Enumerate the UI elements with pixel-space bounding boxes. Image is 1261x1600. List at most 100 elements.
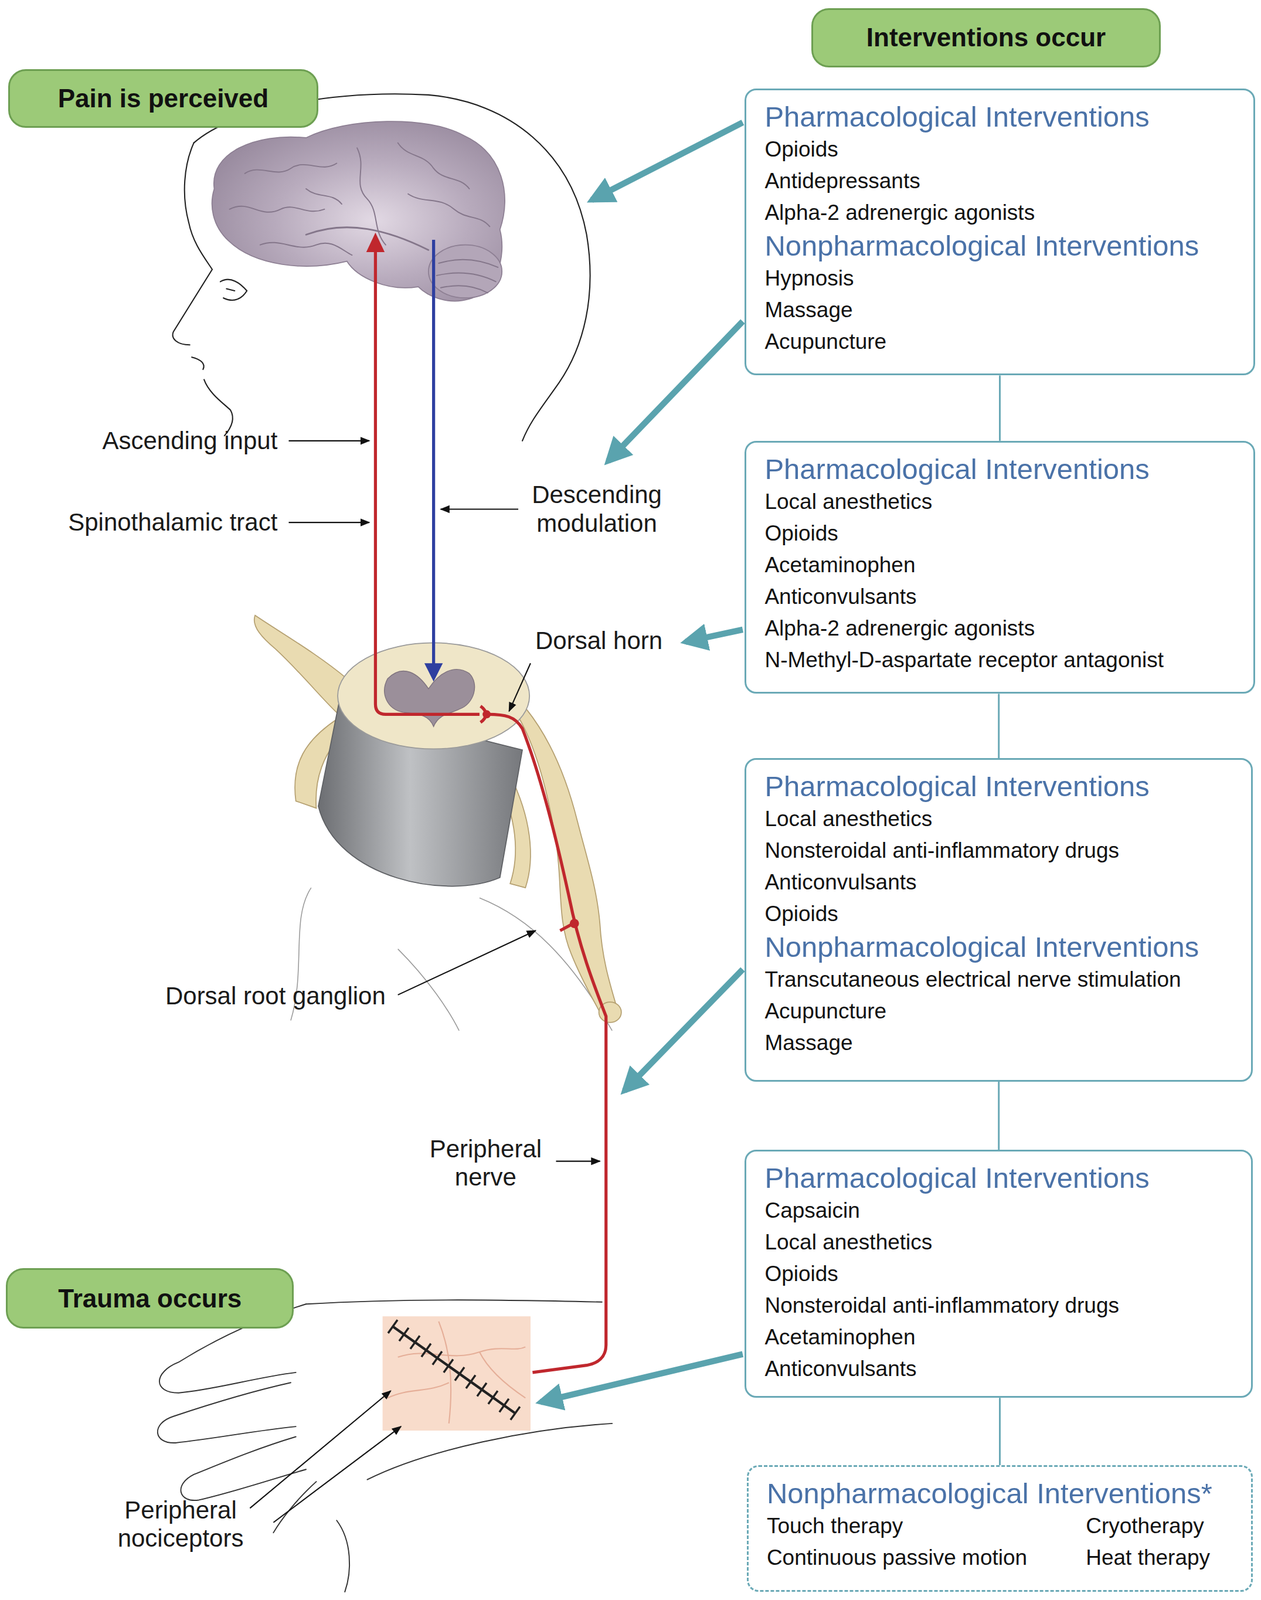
leader-arrow xyxy=(398,930,536,995)
box-heading: Pharmacological Interventions xyxy=(764,769,1240,804)
list-item: Opioids xyxy=(764,517,1242,550)
brain-gyri xyxy=(229,143,499,294)
list-item: Opioids xyxy=(764,133,1242,166)
finger-line xyxy=(180,1436,307,1501)
ascending-pathway xyxy=(375,245,480,715)
box-heading: Nonpharmacological Interventions xyxy=(764,929,1240,964)
list-item: Alpha-2 adrenergic agonists xyxy=(764,196,1242,229)
hand-line xyxy=(306,1299,603,1304)
list-item: Acupuncture xyxy=(764,325,1242,358)
face-line xyxy=(172,143,213,346)
gyrus-line xyxy=(229,206,325,213)
nerve-root xyxy=(254,614,348,716)
list-item: Acetaminophen xyxy=(764,1321,1240,1354)
pill-label: Interventions occur xyxy=(866,21,1106,54)
list-item: Anticonvulsants xyxy=(764,866,1240,899)
connector-line xyxy=(998,375,1001,441)
connector-line xyxy=(997,693,1000,759)
intervention-arrow xyxy=(607,321,743,461)
list-item: Nonsteroidal anti-inflammatory drugs xyxy=(764,834,1240,867)
list-item: Local anesthetics xyxy=(764,803,1240,835)
eye-line xyxy=(220,279,247,301)
anatomy-label: Peripheral nerve xyxy=(414,1134,558,1192)
note-box: Nonpharmacological Interventions*Touch t… xyxy=(746,1465,1253,1592)
palm-line xyxy=(367,1423,613,1480)
ascending-arrowhead xyxy=(366,232,385,253)
stage-pill: Interventions occur xyxy=(811,8,1162,68)
intervention-arrow xyxy=(540,1354,743,1403)
grey-matter xyxy=(384,669,475,727)
stage-pill: Trauma occurs xyxy=(5,1268,294,1329)
intervention-arrow xyxy=(624,969,743,1091)
descending-arrowhead xyxy=(424,663,443,682)
synapse-dot xyxy=(482,709,491,719)
finger-line xyxy=(273,1481,316,1533)
leader-arrow xyxy=(555,1160,600,1162)
head-outline xyxy=(172,93,591,441)
intervention-box: Pharmacological InterventionsOpioidsAnti… xyxy=(744,88,1255,376)
stage-pill: Pain is perceived xyxy=(8,69,319,128)
brain-shape xyxy=(212,121,506,301)
cerebellum-line xyxy=(436,259,498,294)
list-item: N-Methyl-D-aspartate receptor antagonist xyxy=(764,644,1242,676)
list-item: Transcutaneous electrical nerve stimulat… xyxy=(764,963,1240,996)
list-item: Cryotherapy xyxy=(1085,1510,1240,1542)
finger-line xyxy=(157,1382,297,1443)
list-item: Antidepressants xyxy=(764,165,1242,197)
list-item: Massage xyxy=(764,294,1242,326)
list-item: Hypnosis xyxy=(764,262,1242,295)
anatomy-label: Dorsal root ganglion xyxy=(165,981,386,1010)
anatomy-label: Dorsal horn xyxy=(535,626,663,655)
list-item: Continuous passive motion xyxy=(766,1541,1086,1574)
pill-label: Trauma occurs xyxy=(58,1282,242,1315)
anatomy-label: Ascending input xyxy=(102,426,278,455)
intervention-box: Pharmacological InterventionsLocal anest… xyxy=(744,758,1253,1082)
leader-arrow xyxy=(440,508,519,510)
list-item: Capsaicin xyxy=(764,1194,1240,1227)
wound-vessels xyxy=(387,1321,526,1424)
gyrus-line xyxy=(260,242,353,256)
intervention-arrow xyxy=(685,629,743,642)
list-item: Local anesthetics xyxy=(764,1226,1240,1259)
vessel-line xyxy=(398,1346,526,1357)
vessel-line xyxy=(387,1382,449,1398)
list-item: Acupuncture xyxy=(764,995,1240,1028)
incision-line xyxy=(392,1326,516,1414)
list-item: Heat therapy xyxy=(1085,1541,1240,1574)
peripheral-nerve-fiber xyxy=(487,714,607,1373)
box-heading: Nonpharmacological Interventions xyxy=(764,228,1242,263)
anatomy-label: Peripheral nociceptors xyxy=(99,1496,263,1553)
gyrus-line xyxy=(245,162,338,173)
list-item: Anticonvulsants xyxy=(764,1353,1240,1385)
list-item: Local anesthetics xyxy=(764,485,1242,518)
connector-line xyxy=(997,1081,1000,1151)
anatomy-label: Descending modulation xyxy=(515,480,679,538)
cell-body xyxy=(569,918,580,929)
intervention-arrows xyxy=(540,122,743,1403)
gyrus-line xyxy=(398,143,470,189)
box-heading: Pharmacological Interventions xyxy=(764,99,1242,134)
vessel-line xyxy=(479,1351,526,1398)
cerebellum-shape xyxy=(428,245,502,299)
list-item: Alpha-2 adrenergic agonists xyxy=(764,612,1242,645)
list-item: Acetaminophen xyxy=(764,549,1242,581)
stitch-marks xyxy=(388,1319,520,1420)
gyrus-line xyxy=(306,188,342,205)
thumb-line xyxy=(336,1520,350,1592)
intervention-box: Pharmacological InterventionsLocal anest… xyxy=(744,440,1255,695)
intervention-box: Pharmacological InterventionsCapsaicinLo… xyxy=(744,1149,1253,1398)
list-item: Nonsteroidal anti-inflammatory drugs xyxy=(764,1289,1240,1322)
pill-label: Pain is perceived xyxy=(58,82,270,115)
list-item: Opioids xyxy=(764,898,1240,930)
leader-arrow xyxy=(289,521,370,523)
anatomy-label: Spinothalamic tract xyxy=(68,508,278,537)
leader-arrows xyxy=(249,440,600,1523)
skull-line xyxy=(194,93,591,441)
box-heading: Nonpharmacological Interventions* xyxy=(766,1476,1240,1511)
box-heading: Pharmacological Interventions xyxy=(764,1160,1240,1195)
fissure-line xyxy=(306,227,429,251)
connector-line xyxy=(998,1397,1001,1466)
list-item: Opioids xyxy=(764,1258,1240,1290)
intervention-arrow xyxy=(591,122,743,200)
gyrus-line xyxy=(408,194,490,227)
